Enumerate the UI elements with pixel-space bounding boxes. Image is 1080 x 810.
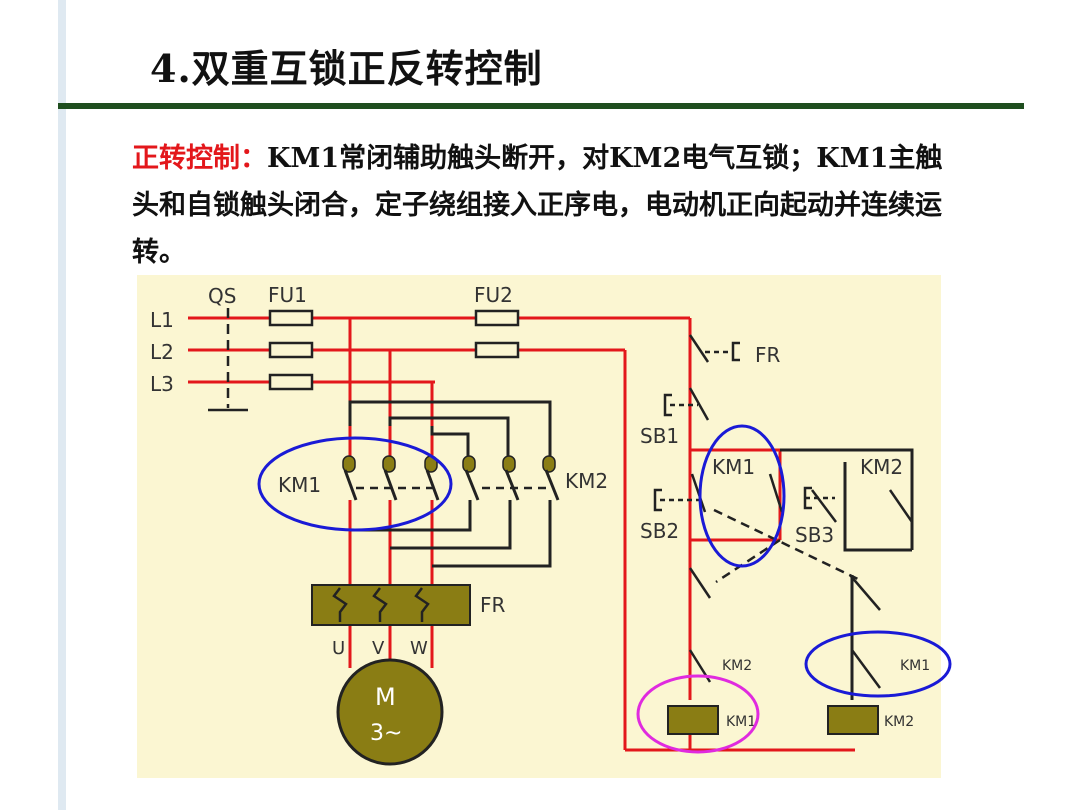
diagram-background xyxy=(137,275,941,778)
motor xyxy=(336,658,444,766)
label-km1-main: KM1 xyxy=(278,473,321,497)
coil-km1 xyxy=(667,705,719,735)
label-km2-interlock: KM2 xyxy=(722,658,752,674)
fuse-fu1 xyxy=(268,309,314,391)
label-coil-km2: KM2 xyxy=(884,714,914,730)
label-v: V xyxy=(372,638,385,659)
label-km2-main: KM2 xyxy=(565,469,608,493)
description-text: KM1常闭辅助触头断开，对KM2电气互锁；KM1主触头和自锁触头闭合，定子绕组接… xyxy=(132,143,943,268)
label-fr-control: FR xyxy=(755,343,781,367)
label-sb1: SB1 xyxy=(640,424,679,448)
label-km2-hold: KM2 xyxy=(860,455,903,479)
label-km1-interlock: KM1 xyxy=(900,658,930,674)
overload-relay xyxy=(311,584,471,626)
title-divider xyxy=(58,103,1024,109)
main-contact-blades xyxy=(343,469,560,501)
label-sb3: SB3 xyxy=(795,523,834,547)
label-fr-main: FR xyxy=(480,593,506,617)
description-label: 正转控制： xyxy=(132,143,267,174)
label-u: U xyxy=(332,638,345,659)
reverse-wiring xyxy=(348,400,914,700)
overload-elements xyxy=(332,587,430,622)
label-coil-km1: KM1 xyxy=(726,714,756,730)
motor-type: 3~ xyxy=(370,721,402,746)
slide-title: 4.双重互锁正反转控制 xyxy=(150,46,543,91)
label-w: W xyxy=(410,638,428,659)
label-fu2: FU2 xyxy=(474,283,513,307)
label-km1-hold: KM1 xyxy=(712,455,755,479)
label-l3: L3 xyxy=(150,372,174,396)
fuse-fu2 xyxy=(474,309,520,359)
highlight-km1-interlock xyxy=(804,630,952,698)
highlight-km1-coil xyxy=(636,674,760,754)
description: 正转控制：KM1常闭辅助触头断开，对KM2电气互锁；KM1主触头和自锁触头闭合，… xyxy=(132,135,962,276)
slide-side-band xyxy=(58,0,66,810)
label-l2: L2 xyxy=(150,340,174,364)
qs-switch xyxy=(208,308,248,412)
label-sb2: SB2 xyxy=(640,519,679,543)
highlight-km1-hold xyxy=(698,424,786,568)
motor-label: M xyxy=(375,683,396,711)
power-lines xyxy=(188,316,855,752)
main-contact-arcs xyxy=(342,455,556,473)
highlight-km1-main xyxy=(257,436,453,532)
label-qs: QS xyxy=(208,284,236,308)
label-l1: L1 xyxy=(150,308,174,332)
coil-km2 xyxy=(827,705,879,735)
label-fu1: FU1 xyxy=(268,283,307,307)
